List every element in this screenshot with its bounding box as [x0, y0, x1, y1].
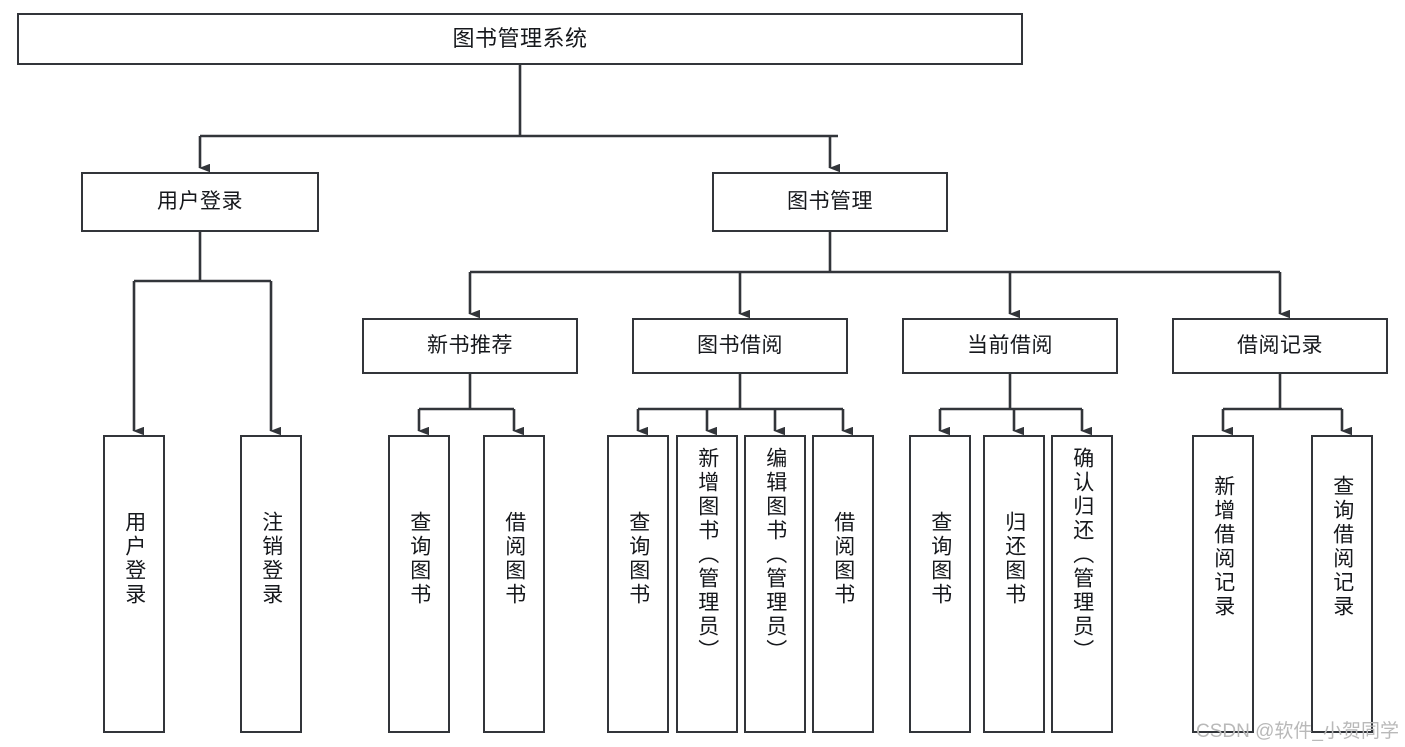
node-leaf-edit-book-label: 编辑图书（管理员） [763, 447, 787, 663]
node-leaf-edit-book[interactable]: 编辑图书（管理员） [744, 435, 806, 733]
node-leaf-confirm-return[interactable]: 确认归还（管理员） [1051, 435, 1113, 733]
csdn-watermark: CSDN @软件_小贺同学 [1196, 721, 1399, 742]
node-leaf-query-book-3-label: 查询图书 [928, 511, 952, 607]
node-book-manage[interactable]: 图书管理 [712, 172, 948, 232]
node-leaf-query-book-2[interactable]: 查询图书 [607, 435, 669, 733]
node-leaf-borrow-book-2-label: 借阅图书 [831, 511, 855, 607]
node-book-borrow[interactable]: 图书借阅 [632, 318, 848, 374]
node-leaf-add-book[interactable]: 新增图书（管理员） [676, 435, 738, 733]
node-new-book-recommend-label: 新书推荐 [427, 334, 513, 358]
node-user-login-label: 用户登录 [157, 190, 243, 214]
node-leaf-borrow-book-2[interactable]: 借阅图书 [812, 435, 874, 733]
node-leaf-add-borrow-record-label: 新增借阅记录 [1211, 475, 1235, 619]
node-book-borrow-label: 图书借阅 [697, 334, 783, 358]
node-leaf-add-borrow-record[interactable]: 新增借阅记录 [1192, 435, 1254, 733]
node-user-login[interactable]: 用户登录 [81, 172, 319, 232]
node-leaf-query-book-3[interactable]: 查询图书 [909, 435, 971, 733]
node-leaf-return-book-label: 归还图书 [1002, 511, 1026, 607]
node-root-label: 图书管理系统 [452, 25, 588, 51]
node-new-book-recommend[interactable]: 新书推荐 [362, 318, 578, 374]
node-leaf-query-borrow-record[interactable]: 查询借阅记录 [1311, 435, 1373, 733]
node-leaf-user-login[interactable]: 用户登录 [103, 435, 165, 733]
node-leaf-borrow-book-1-label: 借阅图书 [502, 511, 526, 607]
node-leaf-add-book-label: 新增图书（管理员） [695, 447, 719, 663]
node-leaf-query-borrow-record-label: 查询借阅记录 [1330, 475, 1354, 619]
node-borrow-record[interactable]: 借阅记录 [1172, 318, 1388, 374]
node-leaf-borrow-book-1[interactable]: 借阅图书 [483, 435, 545, 733]
node-leaf-confirm-return-label: 确认归还（管理员） [1070, 447, 1094, 663]
node-current-borrow[interactable]: 当前借阅 [902, 318, 1118, 374]
node-leaf-query-book-1[interactable]: 查询图书 [388, 435, 450, 733]
node-current-borrow-label: 当前借阅 [967, 334, 1053, 358]
node-leaf-logout-label: 注销登录 [259, 511, 283, 607]
node-borrow-record-label: 借阅记录 [1237, 334, 1323, 358]
node-leaf-user-login-label: 用户登录 [122, 511, 146, 607]
node-leaf-query-book-2-label: 查询图书 [626, 511, 650, 607]
node-book-manage-label: 图书管理 [787, 190, 873, 214]
node-leaf-return-book[interactable]: 归还图书 [983, 435, 1045, 733]
node-leaf-query-book-1-label: 查询图书 [407, 511, 431, 607]
node-root[interactable]: 图书管理系统 [17, 13, 1023, 65]
node-leaf-logout[interactable]: 注销登录 [240, 435, 302, 733]
